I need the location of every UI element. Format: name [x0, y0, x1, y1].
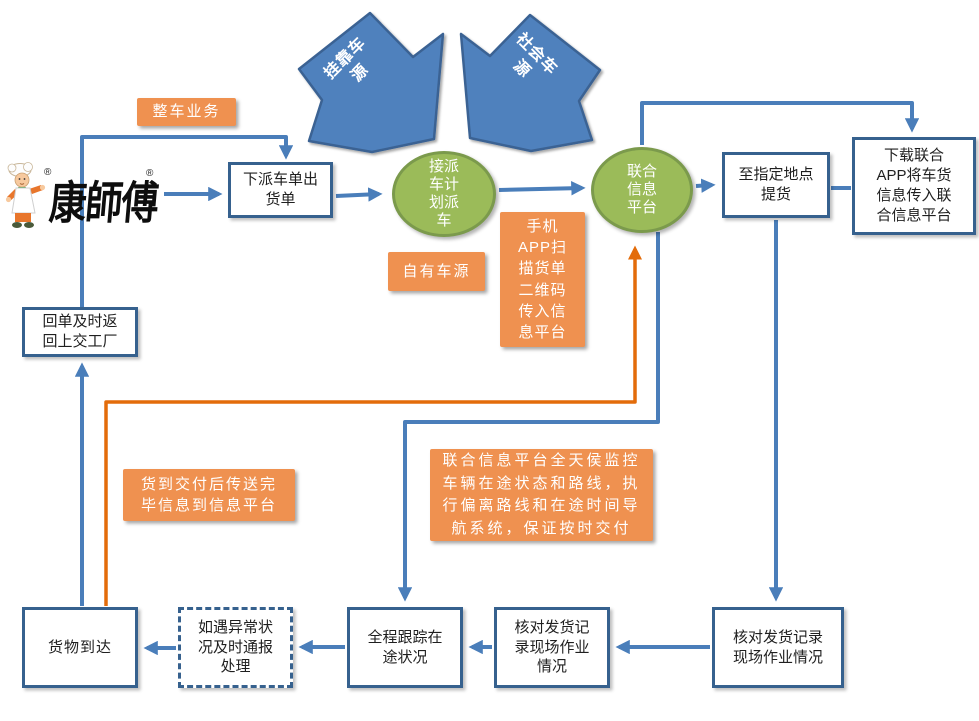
full-truck-business-label: 整车业务	[137, 98, 236, 126]
exception-handling-box: 如遇异常状 况及时通报 处理	[178, 607, 293, 688]
connector-platform-circle-to-pickup	[695, 178, 716, 193]
connector-platform-circle-to-tracking	[397, 232, 660, 602]
full-tracking-box: 全程跟踪在 途状况	[347, 607, 463, 688]
social-source-arrow-shape	[459, 13, 602, 153]
affiliated-source-arrow-shape	[297, 11, 445, 154]
registered-mark: ®	[44, 167, 52, 178]
connector-plan-circle-to-platform-circle	[498, 181, 586, 196]
registered-mark: ®	[146, 168, 154, 179]
goods-arrival-box: 货物到达	[22, 607, 138, 688]
download-app-box: 下载联合 APP将车货 信息传入联 合信息平台	[852, 137, 976, 235]
pickup-location-box: 至指定地点 提货	[722, 152, 830, 218]
platform-monitoring-note: 联合信息平台全天侯监控 车辆在途状态和路线，执 行偏离路线和在途时间导 航系统，…	[430, 449, 653, 541]
receipt-return-box: 回单及时返 回上交工厂	[22, 307, 138, 357]
connector-dispatch-order-to-plan-circle	[335, 187, 383, 202]
union-info-platform-circle: 联合 信息 平台	[591, 147, 693, 233]
connector-receipt-to-dispatch-order	[80, 135, 294, 307]
chef-mascot-icon	[5, 162, 46, 228]
dispatch-plan-circle: 接派 车计 划派 车	[392, 151, 496, 237]
app-scan-note: 手机 APP扫 描货单 二维码 传入信 息平台	[500, 212, 585, 347]
connector-platform-circle-to-download-app	[640, 101, 920, 145]
connector-arrival-to-platform-orange	[104, 245, 642, 606]
check-shipping-record-box-left: 核对发货记 录现场作业 情况	[494, 607, 610, 688]
brand-logo-text: 康師傅	[47, 175, 161, 230]
own-vehicle-source-label: 自有车源	[388, 252, 485, 291]
delivery-complete-note: 货到交付后传送完 毕信息到信息平台	[123, 469, 295, 521]
check-shipping-record-box-right: 核对发货记录 现场作业情况	[712, 607, 844, 688]
dispatch-order-box: 下派车单出 货单	[228, 162, 333, 218]
